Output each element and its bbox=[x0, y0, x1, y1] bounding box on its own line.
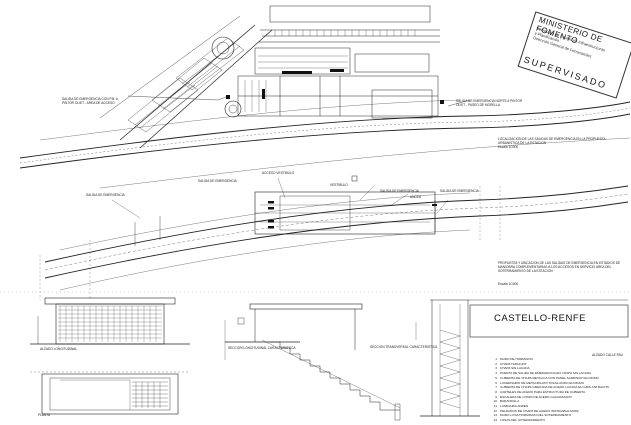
legend-number: 9 bbox=[495, 394, 497, 399]
detail-section-long-label: SECCION LONGITUDINAL CARACTERISTICA bbox=[228, 346, 296, 350]
track-callout-1: SALIDA DE EMERGENCIA bbox=[86, 193, 125, 197]
legend-number: 13 bbox=[493, 413, 497, 418]
legend-number: 2 bbox=[495, 361, 497, 366]
site-exit-west-label: SALIDA DE EMERGENCIA CON P.B. A PINTOR O… bbox=[62, 97, 118, 105]
legend-text: PUERTA DE SALIDA DE EMERGENCIA EN CHAPA … bbox=[500, 371, 592, 376]
track-callout-2: SALIDA DE EMERGENCIA bbox=[198, 179, 237, 183]
track-callout-4: VESTIBULO bbox=[330, 183, 348, 187]
detail-planta-label: PLANTA bbox=[38, 413, 51, 417]
track-callout-6: ANDEN bbox=[410, 195, 422, 199]
legend-text: PELDAÑOS DE CHAPA DE ACERO INOXIDABLE MA… bbox=[500, 408, 579, 413]
detail-alzado-label: ALZADO LONGITUDINAL bbox=[40, 347, 78, 351]
track-plan-scale: Escala 1/1000 bbox=[498, 282, 519, 286]
legend-number: 1 bbox=[495, 357, 497, 361]
legend-number: 12 bbox=[493, 408, 497, 413]
longitudinal-section bbox=[224, 303, 401, 421]
legend-text: CUBIERTA DE CHAPA METALICA CON PANEL SAN… bbox=[500, 375, 599, 380]
shelter-plan bbox=[30, 371, 190, 415]
legend-text: CHAPA SIN LACADA bbox=[500, 366, 530, 371]
legend-text: CUBIERTA DE CHAPA GRECADA DE ACERO LACAD… bbox=[500, 385, 609, 390]
station-name: CASTELLO-RENFE bbox=[494, 313, 586, 324]
legend-number: 10 bbox=[493, 399, 497, 404]
transverse-section bbox=[415, 299, 480, 417]
legend-number: 7 bbox=[495, 385, 497, 390]
track-plan bbox=[39, 175, 629, 300]
site-plan-scale: Escala 1/1000 bbox=[498, 145, 519, 149]
legend-text: LOSAS DEL SOTERRAMIENTO bbox=[500, 418, 545, 423]
legend-text: LUMINARIA ANDEN bbox=[500, 404, 529, 409]
legend-text: LUCERNARIO DE METACRILATO TRASLUCIDO EN … bbox=[500, 380, 584, 385]
track-callout-7: SALIDA DE EMERGENCIA bbox=[440, 189, 479, 193]
legend-text: BARANDILLA bbox=[500, 399, 520, 404]
legend-text: ESCALERA DE CHAPA DE ACERO GALVANIZADO bbox=[500, 394, 572, 399]
site-plan-caption: LOCALIZACION DE LAS SALIDAS DE EMERGENCI… bbox=[498, 137, 606, 145]
site-exit-east-label: SALIDA DE EMERGENCIA NORTE A PINTOR OLIE… bbox=[456, 99, 523, 107]
legend-text: CHAPA TAPAJUNT bbox=[500, 361, 527, 366]
site-plan bbox=[19, 5, 631, 189]
legend-number: 11 bbox=[493, 404, 497, 409]
detail-section-trans-label: SECCION TRANSVERSAL CARACTERISTICA bbox=[370, 345, 438, 349]
legend-text: MURO DE HORMIGON bbox=[500, 357, 533, 361]
station-facade bbox=[469, 299, 629, 338]
legend-number: 3 bbox=[495, 366, 497, 371]
legend-number: 14 bbox=[493, 418, 497, 423]
legend-number: 5 bbox=[495, 375, 497, 380]
legend-text: CARTELES DE ACERO PARA ESTRUCTURA DE CUB… bbox=[500, 389, 586, 394]
legend-number: 4 bbox=[495, 371, 497, 376]
legend-text: MURO LOSA HORMIGON DEL SOTERRAMIENTO bbox=[500, 413, 572, 418]
legend-number: 6 bbox=[495, 380, 497, 385]
track-callout-3: ACCESO VESTIBULO bbox=[262, 171, 295, 175]
track-plan-caption: PROPUESTA Y UBICACION DE LAS SALIDAS DE … bbox=[498, 261, 621, 273]
shelter-elevation bbox=[30, 297, 190, 345]
track-callout-5: SALIDA DE EMERGENCIA bbox=[380, 189, 419, 193]
legend-number: 8 bbox=[495, 389, 497, 394]
detail-alzado2-label: ALZADO CALLE PAU bbox=[592, 353, 623, 357]
